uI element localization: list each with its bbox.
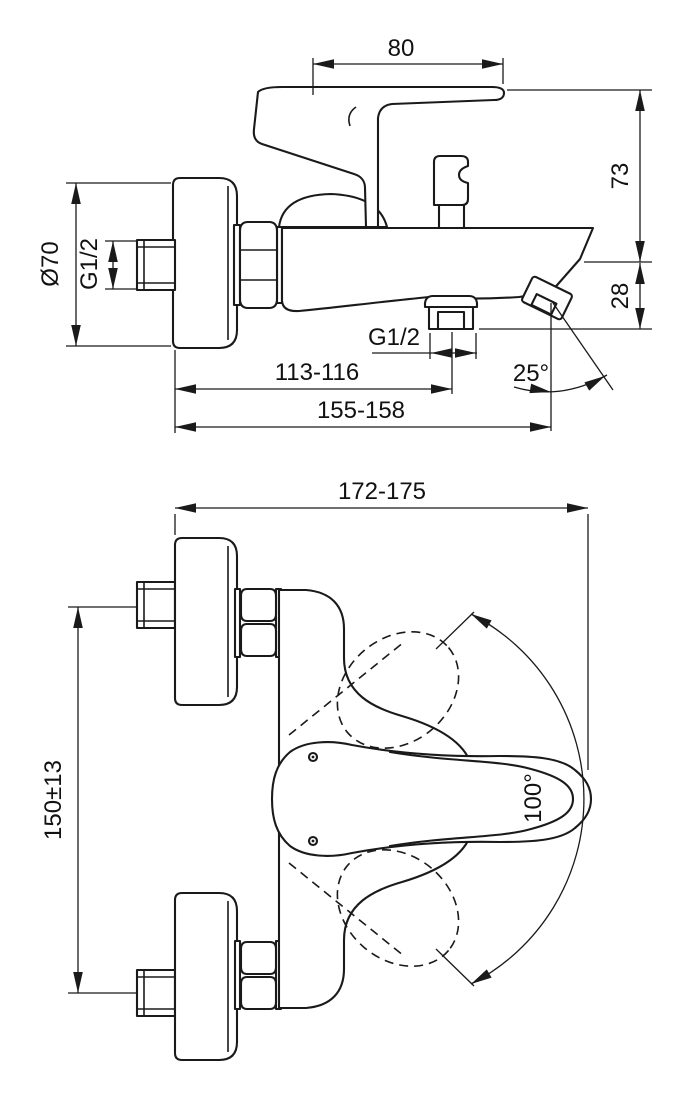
dim-spout-angle: 25° [513,302,614,397]
wall-stub-side [135,238,177,292]
dim-80-label: 80 [388,35,415,62]
escutcheon-bottom [173,891,239,1062]
dim-spout-drop: 28 [479,263,652,330]
dim-wall-to-shower-outlet: 113-116 [174,350,452,433]
dim-handle-swing: 100° [435,609,585,989]
dim-shower-thread: G1/2 [368,324,477,394]
union-nut-top [233,587,283,659]
cartridge-dome [277,192,389,229]
dim-inlet-centres: 150±13 [40,606,136,994]
spout-aerator [521,275,573,321]
dim-g12-outlet-label: G1/2 [368,324,420,351]
dim-inlet-thread: G1/2 [76,238,136,290]
wall-stub-bottom [135,968,177,1018]
diverter-knob [432,154,470,230]
dim-lever-length: 80 [312,35,504,95]
escutcheon-top [173,536,239,707]
lever-handle-side [252,85,506,229]
escutcheon-side [171,176,239,350]
dim-172-175-label: 172-175 [338,478,426,505]
union-nut-side [232,220,284,310]
dim-155-158-label: 155-158 [317,397,405,424]
wall-stub-top [135,580,177,630]
dim-escutcheon-diameter: Ø70 [37,182,171,347]
dim-d70-label: Ø70 [37,241,64,286]
dim-73-label: 73 [607,163,634,190]
lever-handle-front [270,741,593,857]
shower-outlet [423,294,479,331]
dim-100deg-label: 100° [520,773,547,823]
mixer-body-side [280,226,595,313]
dim-wall-to-spout: 155-158 [175,303,552,432]
handle-screw-bottom [307,835,319,847]
dim-body-height: 73 [507,89,652,263]
front-view: 172-175 150±13 100° [40,478,593,1062]
dim-150-13-label: 150±13 [40,760,67,840]
handle-screw-top [307,751,319,763]
dim-113-116-label: 113-116 [275,359,360,386]
side-view: 80 73 28 Ø70 G1/2 [37,35,652,433]
dim-g12-inlet-label: G1/2 [76,238,103,290]
dim-25deg-label: 25° [513,360,549,387]
dim-overall-width: 172-175 [174,478,589,770]
dim-28-label: 28 [607,283,634,310]
union-nut-bottom [233,939,283,1011]
